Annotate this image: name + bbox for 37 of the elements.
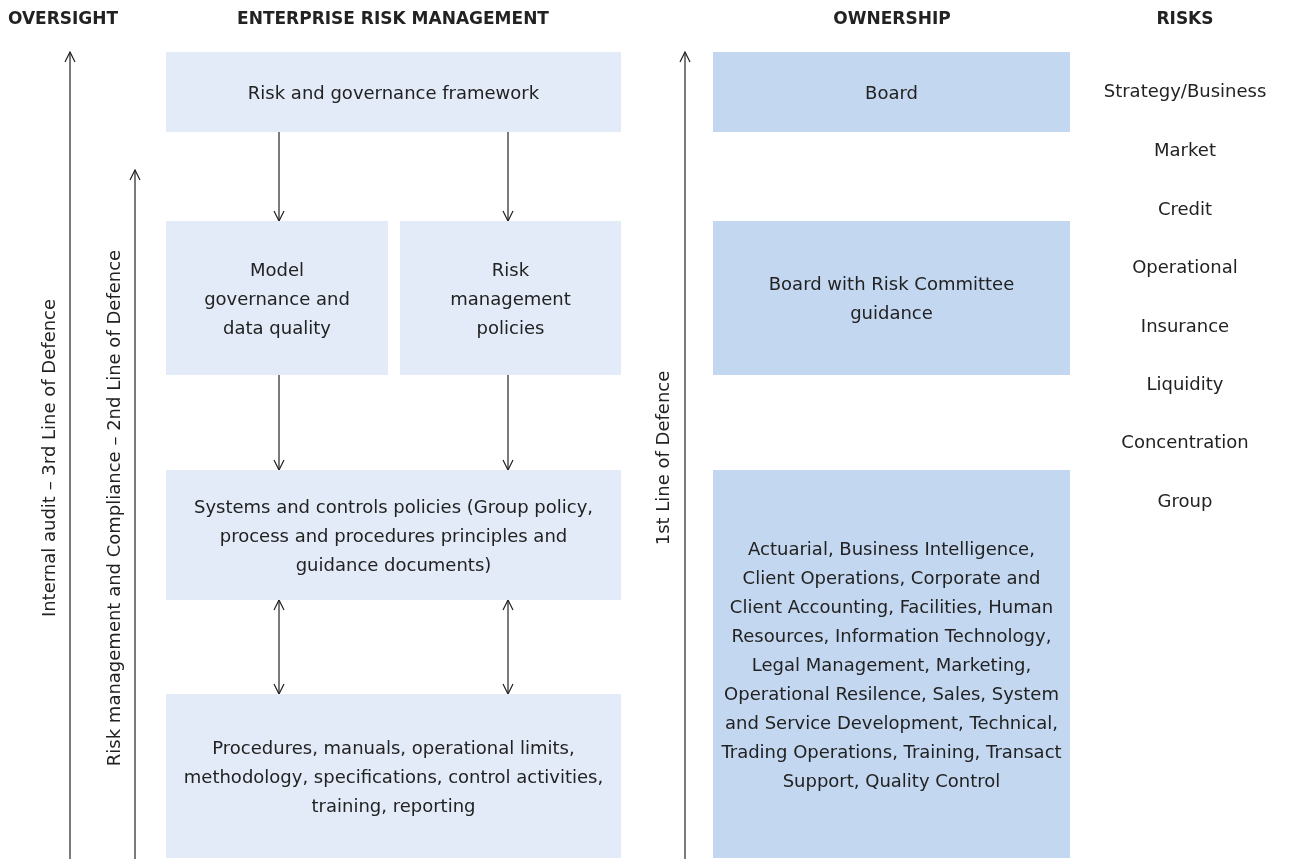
process-box <box>166 694 621 858</box>
line-of-defence-label: Internal audit – 3rd Line of Defence <box>37 298 59 618</box>
process-box <box>166 221 388 375</box>
process-box <box>713 470 1070 858</box>
process-box <box>166 52 621 132</box>
process-box <box>713 52 1070 132</box>
risk-label: Group <box>1157 489 1213 511</box>
box-text: Risk management policies <box>449 257 572 340</box>
risk-label: Strategy/Business <box>1103 79 1267 101</box>
arrow <box>502 599 514 695</box>
box-text: Systems and controls policies (Group policy, process and procedures principles and guidance documents) <box>192 494 595 577</box>
column-heading: OVERSIGHT <box>7 8 119 28</box>
column-heading: RISKS <box>1156 8 1214 28</box>
arrow <box>502 374 514 471</box>
risk-label: Credit <box>1157 197 1213 219</box>
risk-label: Market <box>1154 138 1216 160</box>
process-box <box>400 221 621 375</box>
column-heading: OWNERSHIP <box>833 8 951 28</box>
arrow <box>273 599 285 695</box>
arrow <box>502 131 514 222</box>
arrow <box>273 131 285 222</box>
box-text: Model governance and data quality <box>203 257 351 340</box>
box-text: Risk and governance framework <box>247 80 540 105</box>
line-of-defence-label: Risk management and Compliance – 2nd Line of Defence <box>102 249 124 767</box>
risk-label: Insurance <box>1140 314 1230 336</box>
risk-label: Concentration <box>1121 430 1249 452</box>
column-heading: ENTERPRISE RISK MANAGEMENT <box>237 8 549 28</box>
risk-label: Liquidity <box>1146 372 1224 394</box>
process-box <box>713 221 1070 375</box>
box-text: Actuarial, Business Intelligence, Client Operations, Corporate and Client Accounting, Facilities, Human Resources, Information Technology, Legal Management, Marketing, Operational Resilence, Sales, System and Service Development, Technical, Trading Operations, Training, Transact Support, Quality Control <box>721 536 1062 793</box>
arrow <box>273 374 285 471</box>
box-text: Board with Risk Committee guidance <box>767 272 1016 325</box>
box-text: Board <box>865 80 918 105</box>
process-box <box>166 470 621 600</box>
risk-label: Operational <box>1132 255 1238 277</box>
box-text: Procedures, manuals, operational limits, methodology, specifications, control activities, training, reporting <box>182 735 605 818</box>
line-of-defence-label: 1st Line of Defence <box>651 370 673 546</box>
